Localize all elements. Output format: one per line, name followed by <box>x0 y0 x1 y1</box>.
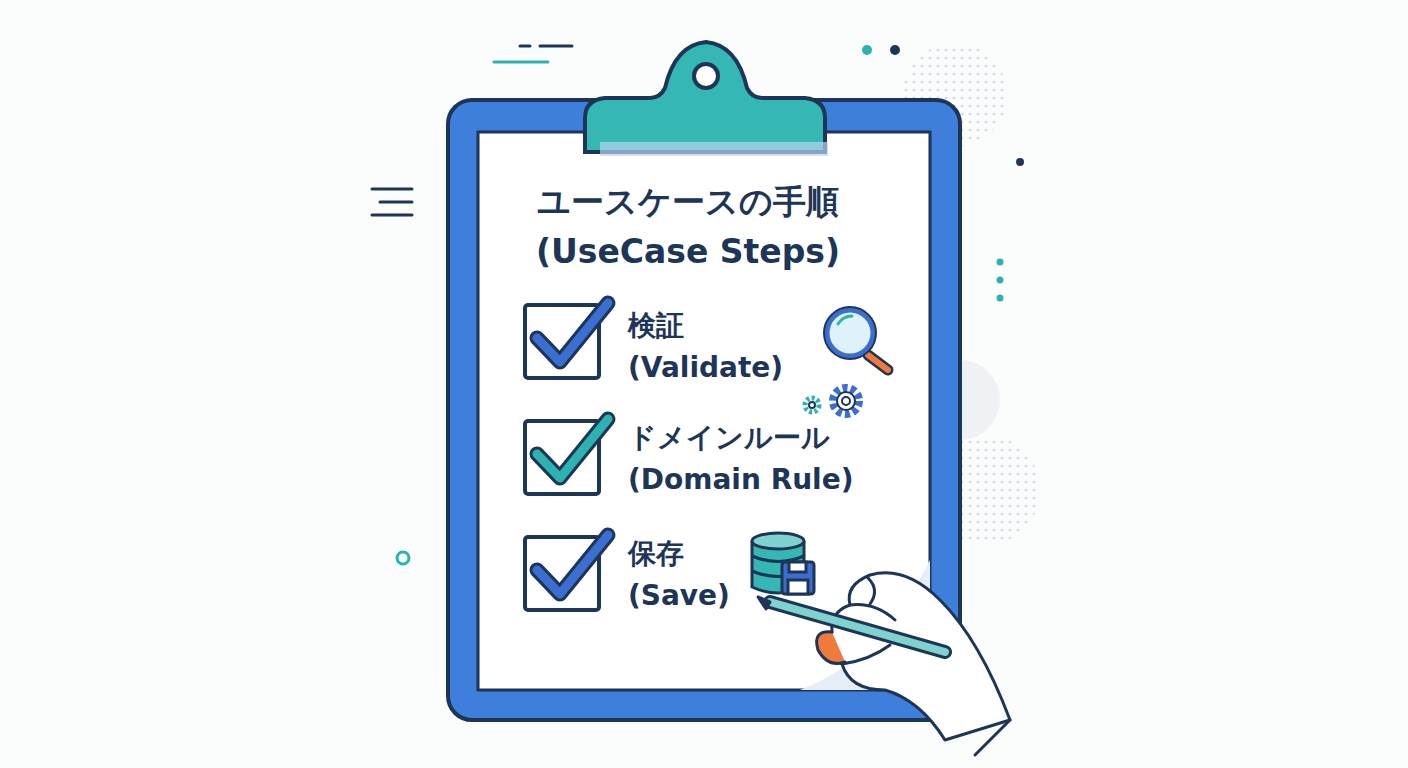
clipboard-clip <box>585 42 825 152</box>
gears-icon <box>805 388 859 414</box>
clipboard-title: ユースケースの手順 (UseCase Steps) <box>498 177 878 277</box>
hand-with-pen <box>758 573 1010 755</box>
motion-line <box>494 61 548 64</box>
step-label: ドメインルール (Domain Rule) <box>628 417 873 501</box>
dot <box>890 45 900 55</box>
database-icon <box>752 533 814 594</box>
clip-shadow <box>600 142 828 156</box>
clip-hole <box>694 64 718 88</box>
dot <box>997 277 1004 284</box>
ring <box>397 552 409 564</box>
dot <box>862 45 872 55</box>
step-label: 検証 (Validate) <box>628 305 818 389</box>
dot <box>997 259 1004 266</box>
magnifier-icon <box>824 307 888 370</box>
dot <box>1016 158 1024 166</box>
checkmarks <box>537 303 608 594</box>
dot <box>997 295 1004 302</box>
step-label: 保存 (Save) <box>628 533 746 617</box>
